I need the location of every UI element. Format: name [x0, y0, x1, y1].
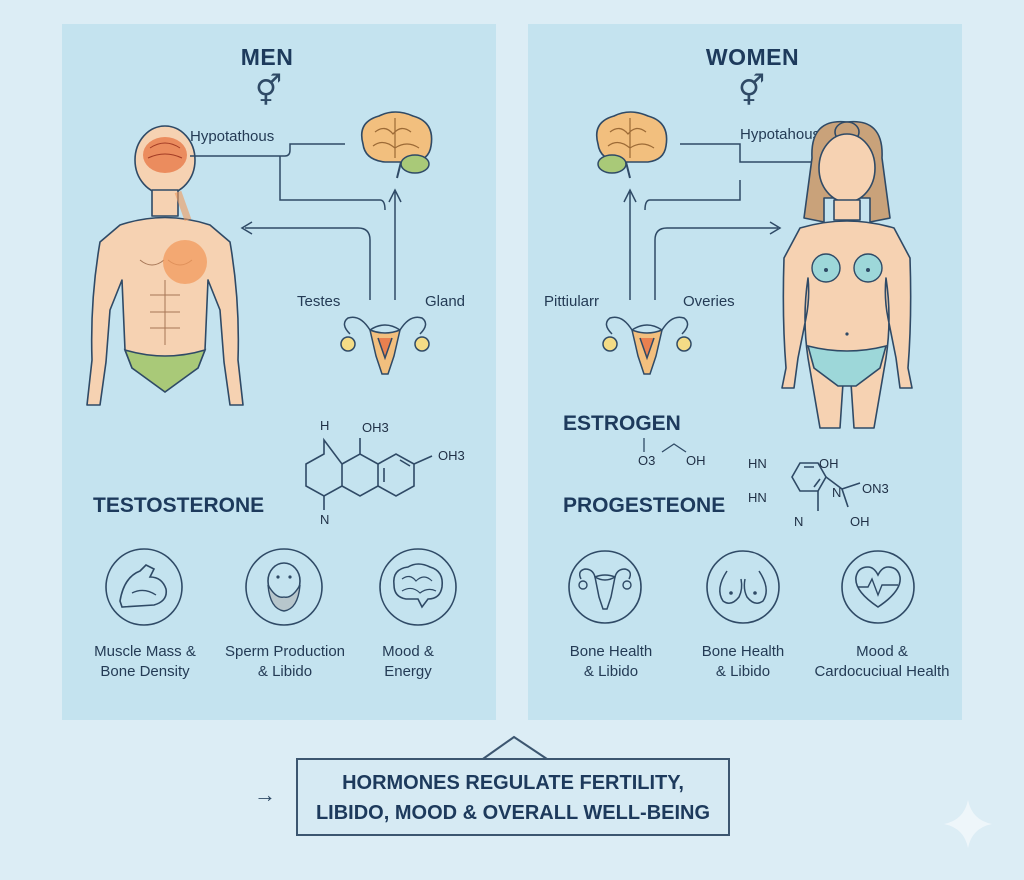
- breasts-icon: [706, 550, 780, 624]
- women-brain-icon: [595, 111, 668, 179]
- women-pituitary-label: Pittiularr: [544, 293, 600, 310]
- men-benefit-2: Sperm Production & Libido: [210, 642, 360, 682]
- chem-oh3-top-label: OH3: [362, 420, 389, 435]
- sparkle-icon: [944, 800, 992, 848]
- progesterone-chem-n-bottom: N: [794, 514, 804, 529]
- brain-icon: [379, 548, 457, 626]
- progesterone-chem-oh-bottom: OH: [850, 514, 870, 529]
- female-figure: [781, 120, 913, 429]
- women-benefit-2-line2: & Libido: [715, 663, 771, 680]
- women-benefit-2: Bone Health & Libido: [668, 642, 818, 682]
- testosterone-molecule: [305, 437, 433, 510]
- estrogen-chem-o3: O3: [638, 453, 656, 468]
- estrogen-chem-oh: OH: [686, 453, 706, 468]
- muscle-icon: [105, 548, 183, 626]
- testosterone-label: TESTOSTERONE: [93, 494, 265, 517]
- women-benefit-2-line1: Bone Health: [701, 643, 785, 660]
- footer-line-1: HORMONES REGULATE FERTILITY,: [342, 772, 684, 794]
- chem-n-label: N: [320, 512, 330, 527]
- male-figure: [86, 125, 244, 406]
- gender-symbol-icon: ⚥: [738, 75, 766, 108]
- women-reproductive-organ-icon: [602, 316, 692, 375]
- progesterone-chem-on3: ON3: [862, 481, 889, 496]
- progesterone-molecule: [791, 462, 861, 511]
- progesterone-chem-oh-top: OH: [819, 456, 839, 471]
- men-benefit-2-line1: Sperm Production: [224, 643, 346, 660]
- progesterone-chem-n-mid: N: [832, 485, 842, 500]
- men-reproductive-organ-icon: [340, 316, 430, 375]
- men-benefit-3-line2: Energy: [384, 663, 432, 680]
- men-gland-label: Gland: [425, 293, 466, 310]
- estrogen-molecule: [643, 438, 687, 453]
- men-benefit-1-line2: Bone Density: [100, 663, 190, 680]
- women-ovaries-label: Overies: [683, 293, 735, 310]
- bearded-face-icon: [245, 548, 323, 626]
- uterus-icon: [568, 550, 642, 624]
- men-hypothalamus-label: Hypotathous: [190, 128, 275, 145]
- women-benefit-3: Mood & Cardocuciual Health: [802, 642, 962, 682]
- women-title: WOMEN: [705, 44, 800, 70]
- heart-pulse-icon: [841, 550, 915, 624]
- men-title: MEN: [240, 44, 294, 70]
- men-testes-label: Testes: [297, 293, 341, 310]
- men-benefit-2-line2: & Libido: [257, 663, 313, 680]
- women-benefit-3-line1: Mood &: [856, 643, 908, 660]
- men-benefit-1: Muscle Mass & Bone Density: [70, 642, 220, 682]
- footer-summary-box: HORMONES REGULATE FERTILITY, LIBIDO, MOO…: [296, 758, 730, 836]
- progesterone-chem-hn-top: HN: [748, 456, 767, 471]
- progesterone-chem-hn-left: HN: [748, 490, 767, 505]
- women-hypothalamus-label: Hypotahous: [740, 126, 821, 143]
- footer-line-2: LIBIDO, MOOD & OVERALL WELL-BEING: [315, 802, 711, 824]
- women-benefit-1-line2: & Libido: [583, 663, 639, 680]
- chem-oh3-right-label: OH3: [438, 448, 465, 463]
- footer-arrow-icon: →: [254, 782, 276, 807]
- men-axis-arrows: [190, 143, 402, 300]
- women-axis-arrows: [623, 143, 846, 300]
- progesterone-label: PROGESTEONE: [563, 494, 726, 517]
- men-benefit-1-line1: Muscle Mass &: [94, 643, 196, 660]
- women-benefit-3-line2: Cardocuciual Health: [814, 663, 950, 680]
- women-benefit-1-line1: Bone Health: [569, 643, 653, 660]
- chem-h-label: H: [320, 418, 330, 433]
- footer-pointer: [479, 735, 551, 762]
- gender-symbol-icon: ⚥: [255, 75, 283, 108]
- men-benefit-3: Mood & Energy: [333, 642, 483, 682]
- estrogen-label: ESTROGEN: [563, 412, 681, 435]
- women-benefit-1: Bone Health & Libido: [536, 642, 686, 682]
- men-benefit-3-line1: Mood &: [382, 643, 434, 660]
- men-brain-icon: [360, 111, 433, 179]
